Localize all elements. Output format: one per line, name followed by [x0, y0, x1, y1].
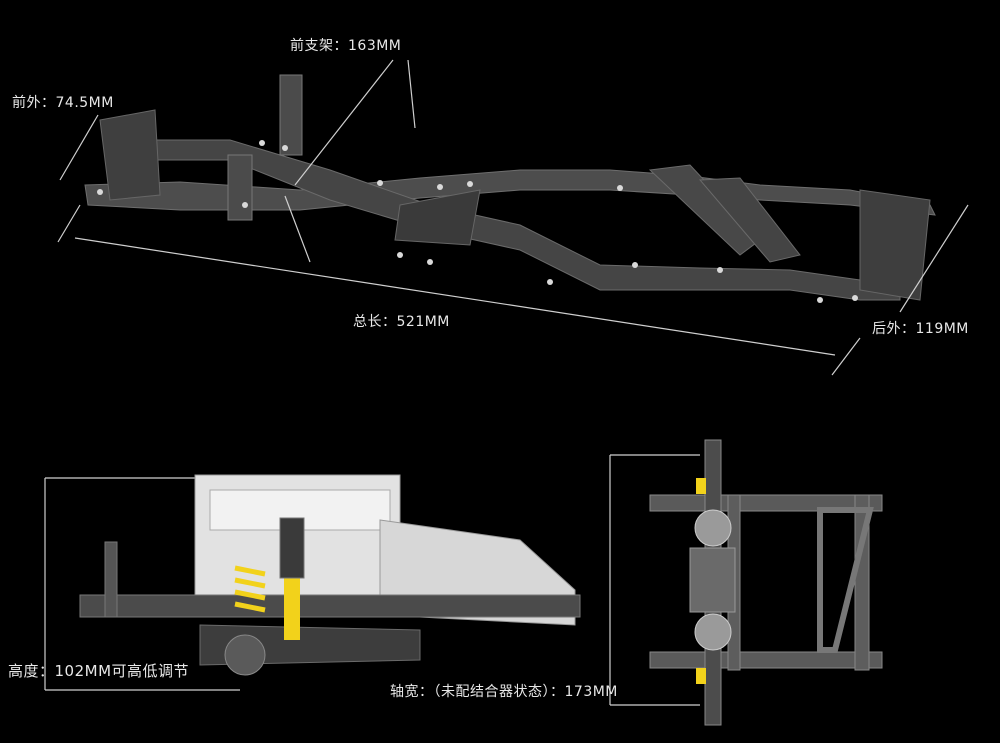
top-view-chassis	[649, 439, 883, 726]
dimension-lines	[44, 59, 969, 706]
front-outer-label: 前外：74.5MM	[12, 95, 114, 111]
side-view-chassis	[79, 474, 581, 676]
total-length-label: 总长：521MM	[353, 314, 450, 330]
rear-outer-label: 后外：119MM	[872, 321, 969, 337]
chassis-frame	[84, 74, 936, 303]
front-bracket-label: 前支架：163MM	[290, 38, 402, 54]
axle-width-label: 轴宽：（未配结合器状态）：173MM	[390, 684, 618, 700]
height-label: 高度：102MM可高低调节	[8, 662, 190, 680]
